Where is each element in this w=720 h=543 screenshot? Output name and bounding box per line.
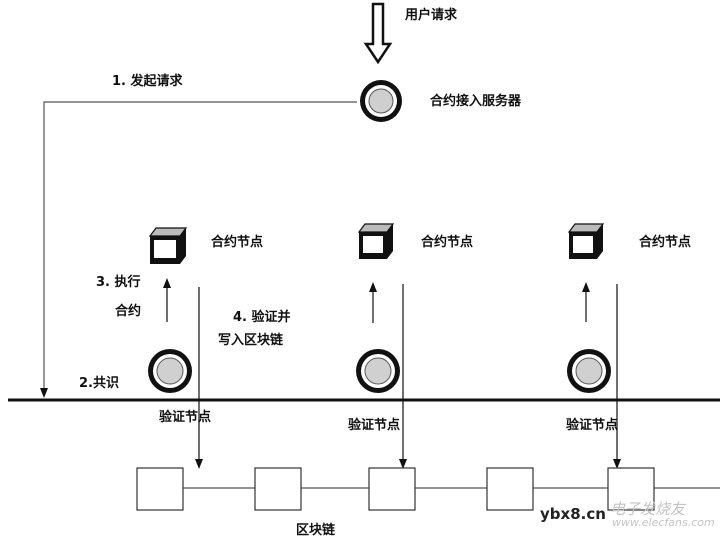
contract-node-icon-3: [567, 223, 605, 259]
step3-label-line2: 合约: [115, 304, 142, 319]
step4-label-line1: 4. 验证并: [233, 310, 291, 325]
step1-label: 1. 发起请求: [112, 74, 183, 89]
user-request-label: 用户请求: [405, 8, 458, 23]
verify-node-icon-3: [567, 349, 611, 393]
block-3: [368, 467, 416, 511]
watermark-site: ybx8.cn: [540, 505, 606, 523]
contract-server-icon: [360, 80, 402, 122]
step4-label-line2: 写入区块链: [218, 333, 284, 348]
request-line: [40, 101, 357, 398]
step2-label: 2.共识: [79, 376, 119, 391]
contract-node-icon-2: [357, 223, 395, 259]
verify-node-label-1: 验证节点: [159, 410, 212, 425]
blockchain-label: 区块链: [296, 523, 336, 538]
verify-node-icon-1: [148, 349, 192, 393]
step3-label-line1: 3. 执行: [96, 275, 141, 290]
user-request-arrow: [363, 2, 393, 65]
verify-node-icon-2: [356, 349, 400, 393]
contract-node-label-2: 合约节点: [421, 235, 474, 250]
watermark-brand: 电子发烧友: [610, 500, 686, 518]
block-5: [607, 467, 655, 511]
verify-node-label-3: 验证节点: [566, 418, 619, 433]
contract-node-label-1: 合约节点: [211, 235, 264, 250]
block-4: [486, 467, 534, 511]
block-2: [254, 467, 302, 511]
watermark-url: www.elecfans.com: [612, 516, 715, 529]
block-1: [136, 467, 184, 511]
contract-node-label-3: 合约节点: [639, 235, 692, 250]
contract-node-icon-1: [148, 227, 188, 264]
verify-node-label-2: 验证节点: [348, 418, 401, 433]
contract-server-label: 合约接入服务器: [430, 94, 522, 109]
